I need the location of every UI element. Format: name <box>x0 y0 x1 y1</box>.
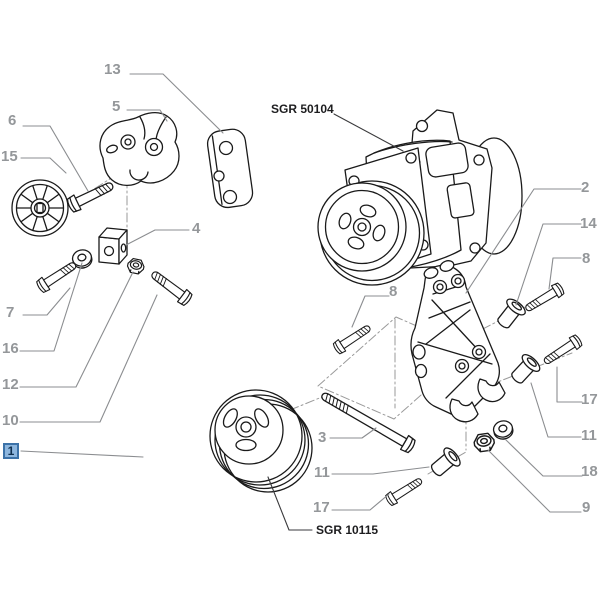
callout-5[interactable]: 5 <box>112 98 121 115</box>
bushing-11-mid-drawing <box>426 444 464 482</box>
idler-pulley-drawing <box>11 179 69 237</box>
callout-7[interactable]: 7 <box>6 304 15 321</box>
callout-15[interactable]: 15 <box>1 148 18 165</box>
callout-11-right[interactable]: 11 <box>581 427 597 444</box>
washer-18-drawing <box>491 418 516 442</box>
callout-3[interactable]: 3 <box>318 429 327 446</box>
callout-18[interactable]: 18 <box>581 463 598 480</box>
callout-14[interactable]: 14 <box>580 215 597 232</box>
callout-1-selected[interactable]: 1 <box>3 443 19 459</box>
bushing-11-right-drawing <box>506 351 544 389</box>
spacer-block-drawing <box>98 227 128 265</box>
bolt-3-drawing <box>317 387 418 455</box>
callout-9[interactable]: 9 <box>582 499 591 516</box>
sgr-code-top: SGR 50104 <box>271 102 334 116</box>
callout-17-mid[interactable]: 17 <box>313 499 330 516</box>
bolt-8-right-drawing <box>522 281 566 316</box>
callout-4[interactable]: 4 <box>192 220 201 237</box>
callout-8-mid[interactable]: 8 <box>389 283 398 300</box>
callout-10[interactable]: 10 <box>2 412 19 429</box>
callout-13[interactable]: 13 <box>104 61 121 78</box>
bushing-14-drawing <box>492 295 529 333</box>
bolt-17-right-drawing <box>540 333 584 369</box>
ac-compressor-drawing <box>317 109 523 286</box>
callout-8-right[interactable]: 8 <box>582 250 591 267</box>
crank-pulley-drawing <box>209 389 313 493</box>
sgr-code-bottom: SGR 10115 <box>316 523 379 537</box>
callout-16[interactable]: 16 <box>2 340 19 357</box>
bolt-7-drawing <box>34 257 80 295</box>
mount-bracket-drawing <box>410 260 506 423</box>
callout-2[interactable]: 2 <box>581 179 590 196</box>
nut-9-drawing <box>472 431 496 454</box>
callout-17-right[interactable]: 17 <box>581 391 598 408</box>
bolt-6-drawing <box>65 177 117 215</box>
bolt-17-mid-drawing <box>383 474 426 508</box>
callout-12[interactable]: 12 <box>2 376 19 393</box>
callout-6[interactable]: 6 <box>8 112 17 129</box>
nut-12-drawing <box>125 257 146 276</box>
tensioner-bracket-drawing <box>99 111 180 187</box>
leader-lines <box>19 73 583 531</box>
callout-11-mid[interactable]: 11 <box>314 464 330 481</box>
support-plate-drawing <box>206 128 254 209</box>
